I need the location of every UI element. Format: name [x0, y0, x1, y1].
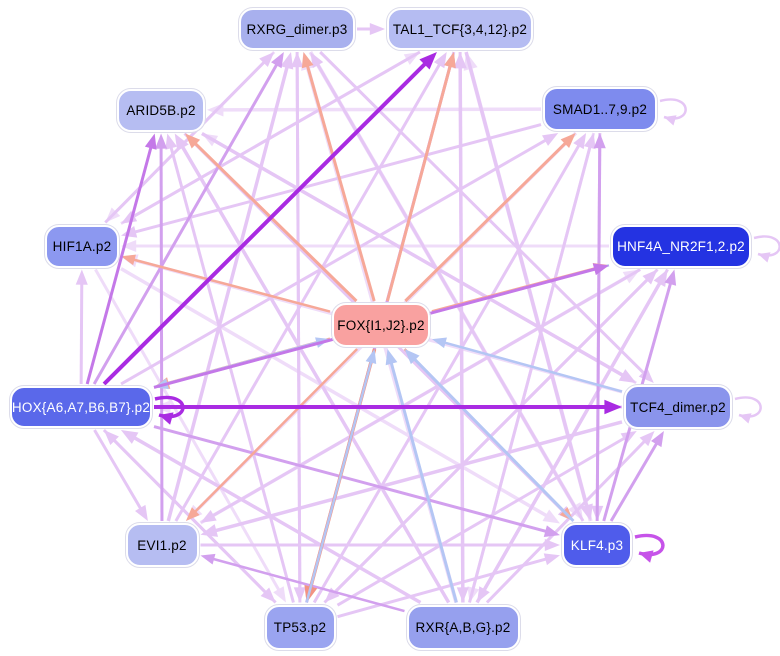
edge	[432, 337, 623, 393]
edge	[166, 52, 294, 522]
edge	[121, 239, 609, 253]
edge	[201, 131, 637, 383]
edge	[153, 425, 560, 538]
edge	[593, 133, 606, 522]
edge	[293, 51, 306, 603]
edge	[477, 268, 669, 603]
node-evi1[interactable]: EVI1.p2	[124, 522, 200, 568]
edge	[154, 399, 622, 415]
edge	[121, 254, 331, 313]
self-loop-edge	[659, 98, 687, 126]
edge	[609, 431, 664, 522]
edge	[357, 22, 385, 36]
node-rxr[interactable]: RXR{A,B,G}.p2	[405, 603, 521, 651]
edge	[200, 268, 641, 523]
node-smad[interactable]: SMAD1..7,9.p2	[542, 86, 658, 132]
edge	[120, 133, 559, 386]
edge	[319, 50, 654, 383]
edge	[92, 52, 284, 385]
edge	[75, 269, 88, 385]
edge	[305, 349, 377, 603]
edge	[174, 52, 447, 522]
node-tp53[interactable]: TP53.p2	[263, 603, 337, 651]
node-tcf4[interactable]: TCF4_dimer.p2	[623, 384, 733, 430]
node-fox[interactable]: FOX{I1,J2}.p2	[331, 302, 431, 348]
self-loop-edge	[634, 533, 665, 563]
edge	[165, 133, 295, 603]
node-arid5b[interactable]: ARID5B.p2	[116, 87, 206, 133]
edge	[385, 52, 456, 302]
edge	[120, 430, 422, 605]
edge	[102, 52, 437, 386]
edge	[464, 51, 593, 521]
edge	[456, 51, 469, 603]
self-loop-edge	[734, 396, 762, 424]
edge	[324, 268, 659, 603]
node-rxrg[interactable]: RXRG_dimer.p3	[238, 7, 356, 51]
edge	[174, 133, 451, 604]
edge	[468, 133, 596, 603]
edge	[94, 268, 286, 603]
node-klf4[interactable]: KLF4.p3	[561, 522, 633, 568]
edge	[312, 133, 587, 604]
edge	[155, 133, 168, 522]
node-hox[interactable]: HOX{A6,A7,B6,B7}.p2	[9, 385, 153, 429]
edge	[310, 52, 585, 522]
edge	[337, 553, 560, 619]
edge	[301, 52, 376, 302]
edge	[185, 133, 358, 303]
node-hnf4a[interactable]: HNF4A_NR2F1,2.p2	[610, 223, 752, 269]
edge	[200, 538, 560, 552]
self-loop-edge	[753, 235, 780, 263]
edge	[121, 50, 421, 224]
edge	[404, 133, 576, 303]
edge	[185, 348, 358, 521]
edge	[93, 429, 148, 521]
edge	[200, 553, 405, 613]
edge	[85, 133, 157, 385]
edge	[200, 420, 623, 537]
edge	[120, 267, 560, 524]
node-tal1[interactable]: TAL1_TCF{3,4,12}.p2	[386, 7, 534, 51]
node-hif1a[interactable]: HIF1A.p2	[44, 223, 120, 269]
self-loop-edge	[154, 395, 185, 425]
edge	[385, 349, 458, 603]
edge	[404, 349, 575, 523]
